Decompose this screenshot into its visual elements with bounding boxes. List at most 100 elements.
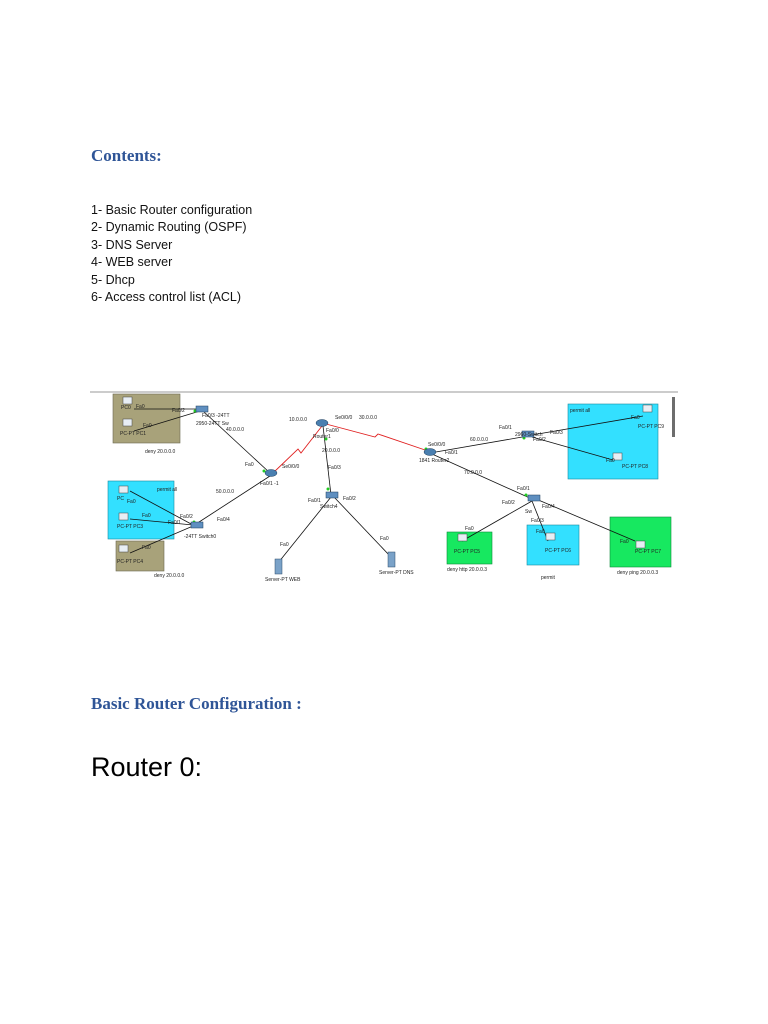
label-area-pc7: deny ping 20.0.0.3 <box>617 570 658 576</box>
label-pc3-port: Fa0 <box>142 513 151 519</box>
contents-item-2: 2- Dynamic Routing (OSPF) <box>91 220 247 235</box>
link-pc1-sw <box>133 410 201 432</box>
label-net-10: 10.0.0.0 <box>289 417 307 423</box>
label-sw4-fa1: Fa0/1 <box>308 498 321 504</box>
link-pc2-sw0 <box>129 490 194 526</box>
area-pc89 <box>567 403 659 480</box>
label-area-pc34: permit all <box>157 487 177 493</box>
serial-links <box>272 423 429 474</box>
area-pc6 <box>526 524 580 566</box>
label-sw-r-fa1: Fa0/1 <box>499 425 512 431</box>
label-net-20: 20.0.0.0 <box>322 448 340 454</box>
label-dns-port: Fa0 <box>380 536 389 542</box>
label-swbr-fa3: Fa0/3 <box>531 518 544 524</box>
label-net-70: 70.0.0.0 <box>464 470 482 476</box>
label-pc5: PC-PT PC5 <box>454 549 480 555</box>
contents-heading: Contents: <box>91 146 162 165</box>
label-pc9: PC-PT PC9 <box>638 424 664 430</box>
label-area-pc01: deny 20.0.0.0 <box>145 449 176 455</box>
label-sw0-p2: Fa0/2 <box>180 514 193 520</box>
label-r0-se: Se0/0/0 <box>282 464 299 470</box>
link-switch-pc9 <box>531 415 644 436</box>
label-pc5-port: Fa0 <box>465 526 474 532</box>
label-web-port: Fa0 <box>280 542 289 548</box>
label-sw-name: 2950-24TT Sw <box>196 421 229 427</box>
label-pc8-port: Fa0 <box>606 458 615 464</box>
link-pc3-sw0 <box>129 518 194 526</box>
contents-item-6: 6- Access control list (ACL) <box>91 290 242 305</box>
link-swbr-pc7 <box>535 498 636 542</box>
label-r0-fa0: Fa0 <box>245 462 254 468</box>
label-server-web: Server-PT WEB <box>265 577 301 583</box>
label-r1-fa0: Fa0/0 <box>326 428 339 434</box>
label-pc4-port: Fa0 <box>142 545 151 551</box>
link-sw-router0 <box>202 410 271 474</box>
serial-router0-router1 <box>272 425 323 474</box>
label-router0: Fa0/1 -1 <box>260 481 279 487</box>
label-pc2: PC <box>117 496 124 502</box>
label-sw4-fa2: Fa0/2 <box>343 496 356 502</box>
area-pc5 <box>446 531 493 565</box>
network-topology-figure: PC0 PC-PT PC1 Fa0 Fa0 Fa0/2 Fa0/3 -24TT … <box>90 391 678 593</box>
switch-icon <box>190 405 541 529</box>
serial-router1-router2 <box>325 423 429 452</box>
label-switch-right: 2960-Switch <box>515 432 543 438</box>
contents-item-1: 1- Basic Router configuration <box>91 203 253 217</box>
label-swbr-name: Sw <box>525 509 532 515</box>
link-router2-swbr <box>431 453 533 500</box>
label-pc0-port: Fa0 <box>136 404 145 410</box>
label-r2-fa1: Fa0/1 <box>445 450 458 456</box>
label-r1-se: Se0/0/0 <box>335 415 352 421</box>
link-router1-switch4 <box>322 425 332 496</box>
label-sw-r-fa2: Fa0/2 <box>533 437 546 443</box>
label-area-pc89: permit all <box>570 408 590 414</box>
label-pc0: PC0 <box>121 405 131 411</box>
subsection-heading: Router 0: <box>91 752 203 782</box>
link-pc4-sw0 <box>129 525 194 554</box>
label-sw-port-3: Fa0/3 -24TT <box>202 413 230 419</box>
label-router1: Router1 <box>313 434 331 440</box>
label-sw-r-fa3: Fa0/3 <box>550 430 563 436</box>
label-sw-port-2: Fa0/2 <box>172 408 185 414</box>
link-sw0-router0 <box>195 475 271 525</box>
link-switch4-dns <box>333 496 391 557</box>
network-topology-diagram: PC0 PC-PT PC1 Fa0 Fa0 Fa0/2 Fa0/3 -24TT … <box>90 391 678 583</box>
label-net-40: 40.0.0.0 <box>226 427 244 433</box>
label-net-50: 50.0.0.0 <box>216 489 234 495</box>
label-sw4-fa3: Fa0/3 <box>328 465 341 471</box>
link-swbr-pc5 <box>461 500 533 542</box>
link-switch-pc8 <box>531 436 614 461</box>
label-pc9-port: Fa0 <box>631 415 640 421</box>
label-router2: 1841 Router2 <box>419 458 450 464</box>
contents-item-5: 5- Dhcp <box>91 272 135 287</box>
label-pc1-port: Fa0 <box>143 423 152 429</box>
server-icon <box>274 551 396 575</box>
label-net-60: 60.0.0.0 <box>470 437 488 443</box>
link-swbr-pc6 <box>531 500 549 542</box>
label-area-pc6: permit <box>541 575 556 581</box>
label-pc6: PC-PT PC6 <box>545 548 571 554</box>
label-pc7-port: Fa0 <box>620 539 629 545</box>
router-icon <box>264 419 437 477</box>
label-switch4: Switch4 <box>320 504 338 510</box>
label-pc7: PC-PT PC7 <box>635 549 661 555</box>
label-sw0-name: -24TT Switch0 <box>184 534 216 540</box>
label-swbr-fa1: Fa0/1 <box>517 486 530 492</box>
contents-item-3: 3- DNS Server <box>91 237 173 252</box>
contents-list: 1- Basic Router configuration 2- Dynamic… <box>91 202 252 306</box>
label-pc8: PC-PT PC8 <box>622 464 648 470</box>
label-sw0-p4: Fa0/4 <box>217 517 230 523</box>
link-router2-switch <box>429 435 529 454</box>
section-heading: Basic Router Configuration : <box>91 694 302 713</box>
link-switch4-web <box>277 496 332 564</box>
label-r2-se: Se0/0/0 <box>428 442 445 448</box>
label-area-pc34-deny: deny 20.0.0.0 <box>154 573 185 579</box>
label-pc2-port: Fa0 <box>127 499 136 505</box>
ethernet-links <box>129 408 644 564</box>
figure-scrollbar <box>672 397 675 437</box>
label-area-pc5: deny http 20.0.0.3 <box>447 567 487 573</box>
label-pc1: PC-PT PC1 <box>120 431 146 437</box>
label-pc3: PC-PT PC3 <box>117 524 143 530</box>
label-net-30: 30.0.0.0 <box>359 415 377 421</box>
label-swbr-fa2: Fa0/2 <box>502 500 515 506</box>
